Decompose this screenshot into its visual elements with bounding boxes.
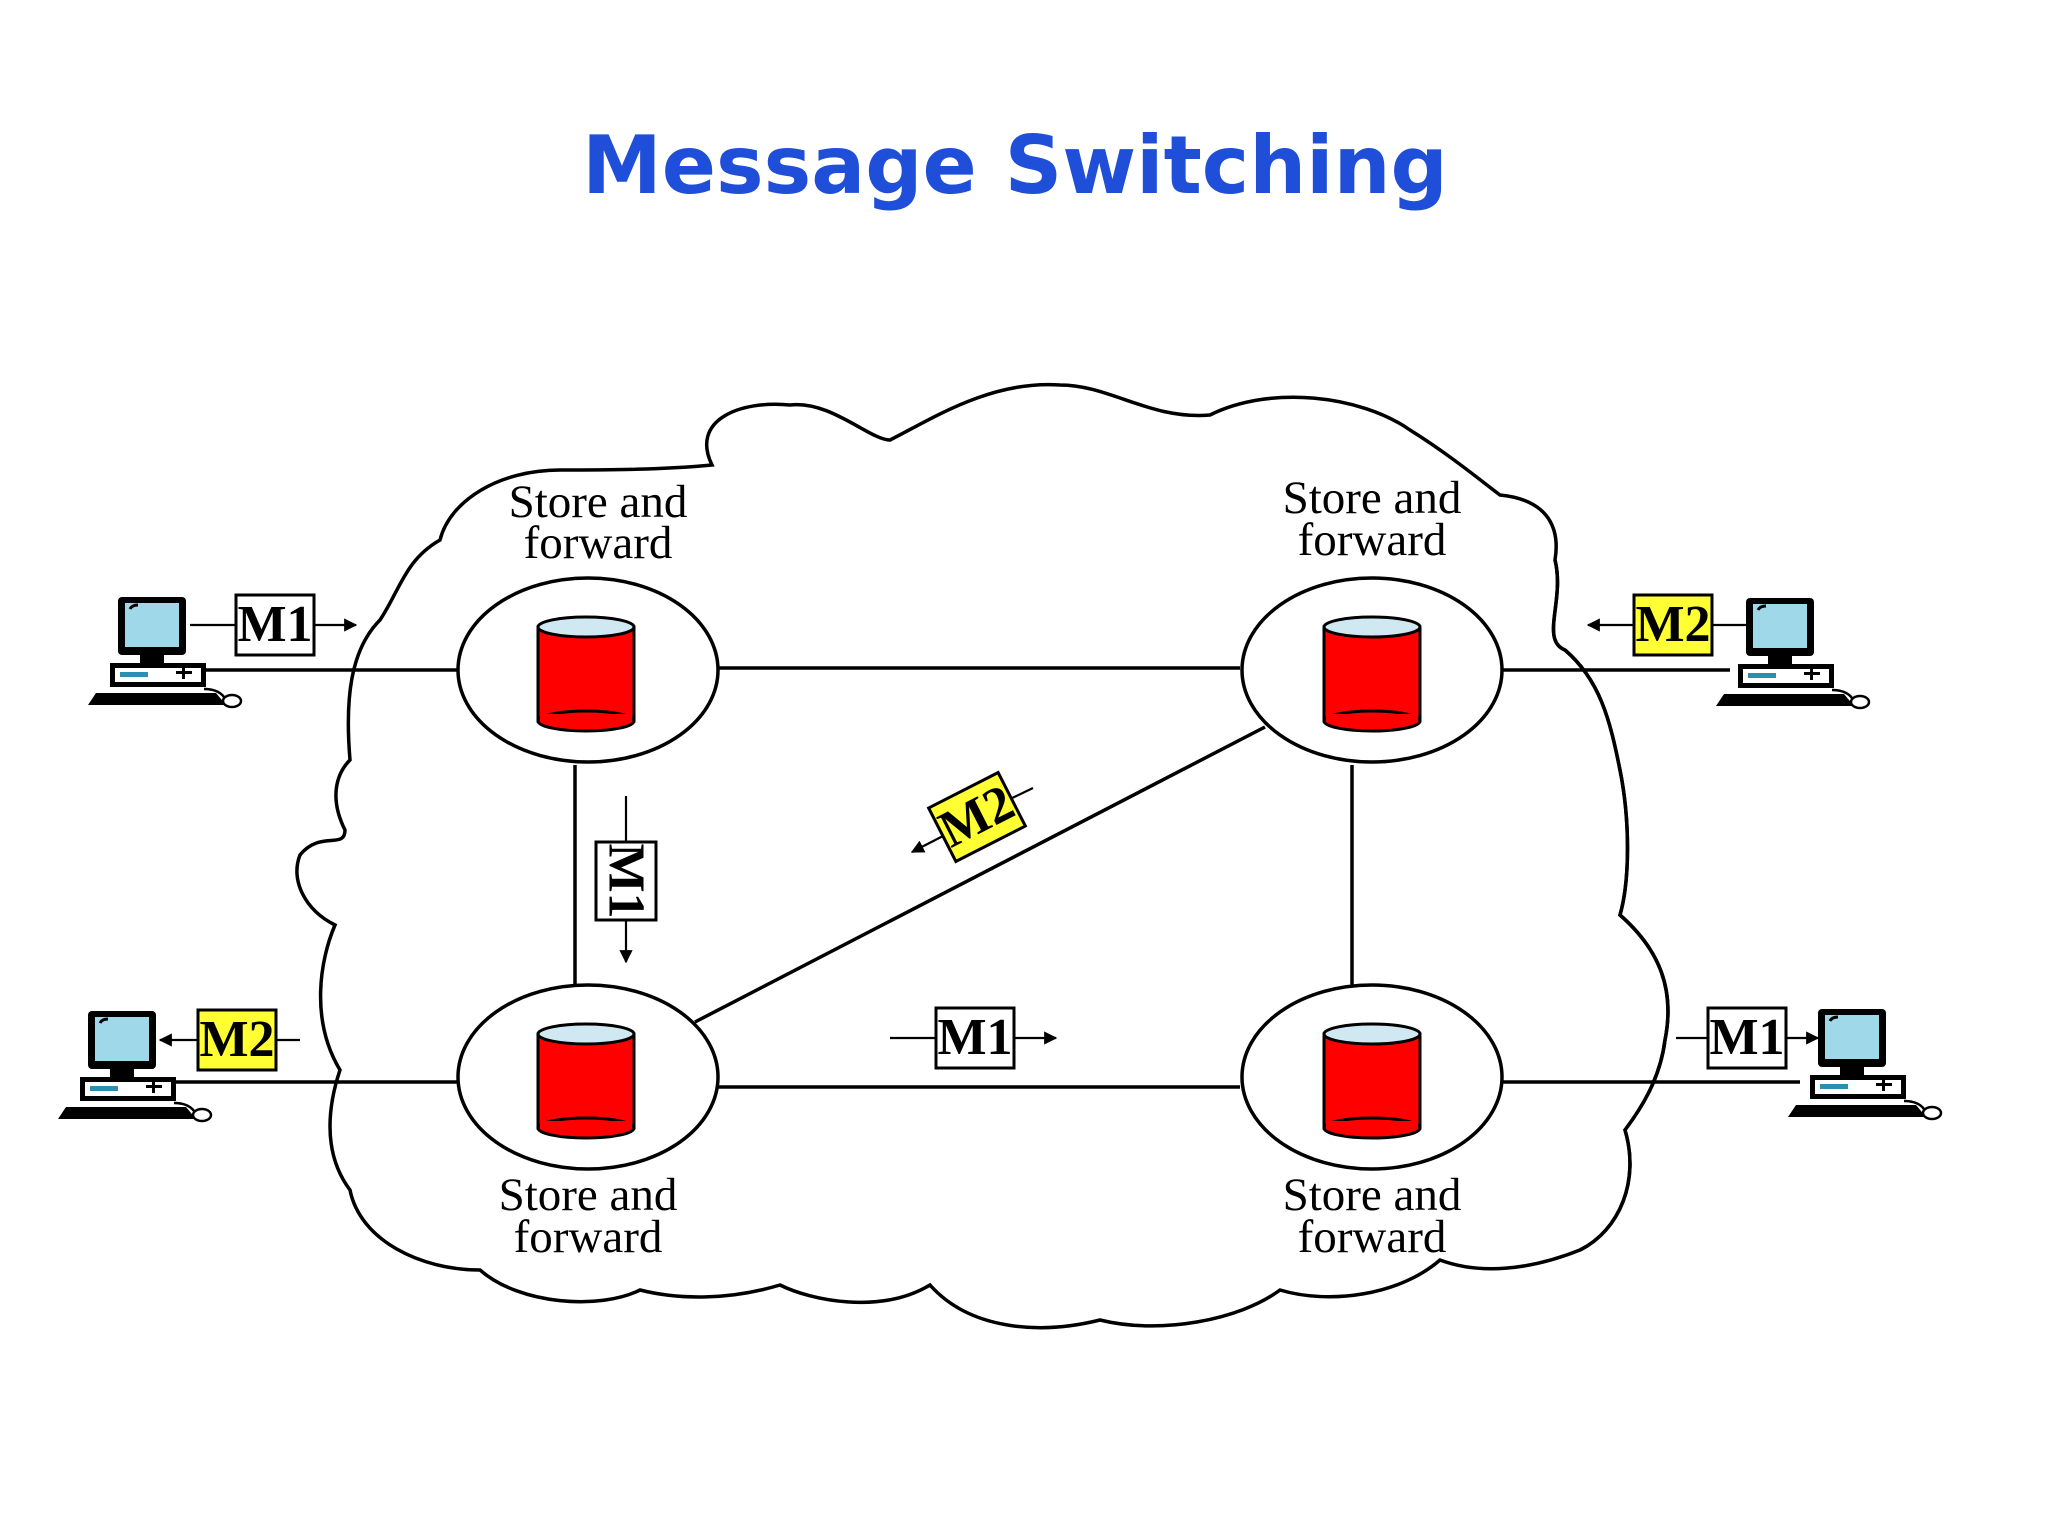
storage-cylinder-icon [536, 1022, 636, 1140]
node-label-line2: forward [524, 517, 673, 569]
message-m1-bottom: M1 [890, 1006, 1058, 1070]
node-label-line1: Store and [509, 476, 688, 528]
node-bottom-right: Store and forward [1240, 983, 1504, 1263]
message-m1-vertical: M1 [594, 796, 658, 964]
storage-cylinder-icon [1322, 615, 1422, 733]
node-label-line2: forward [1298, 514, 1447, 566]
message-label: M2 [199, 1011, 274, 1068]
message-m2-bottom-left: M2 [158, 1008, 300, 1072]
node-label-line1: Store and [1283, 1169, 1462, 1221]
node-top-left: Store and forward [456, 476, 720, 764]
node-label-line1: Store and [1283, 472, 1462, 524]
message-label: M1 [1709, 1009, 1784, 1066]
node-bottom-left: Store and forward [456, 983, 720, 1263]
message-label: M2 [1635, 596, 1710, 653]
message-label: M1 [237, 596, 312, 653]
storage-cylinder-icon [1322, 1022, 1422, 1140]
node-label-line2: forward [1298, 1211, 1447, 1263]
network-cloud [295, 382, 1670, 1330]
message-label: M1 [598, 843, 655, 918]
node-label-line2: forward [514, 1211, 663, 1263]
host-computer-bottom-left [56, 1009, 213, 1123]
message-label: M1 [937, 1009, 1012, 1066]
host-computer-top-right [1714, 596, 1871, 710]
node-label-line1: Store and [499, 1169, 678, 1221]
host-computer-top-left [86, 595, 243, 709]
message-m2-diagonal: M2 [910, 770, 1034, 864]
message-m2-top-right: M2 [1586, 593, 1746, 657]
page-title: Message Switching [582, 119, 1448, 212]
message-m1-bottom-right: M1 [1676, 1006, 1820, 1070]
message-m1-top-left: M1 [190, 593, 358, 657]
host-computer-bottom-right [1786, 1007, 1943, 1121]
message-label: M2 [930, 774, 1023, 859]
node-top-right: Store and forward [1240, 472, 1504, 764]
storage-cylinder-icon [536, 615, 636, 733]
link-diagonal [694, 725, 1266, 1024]
